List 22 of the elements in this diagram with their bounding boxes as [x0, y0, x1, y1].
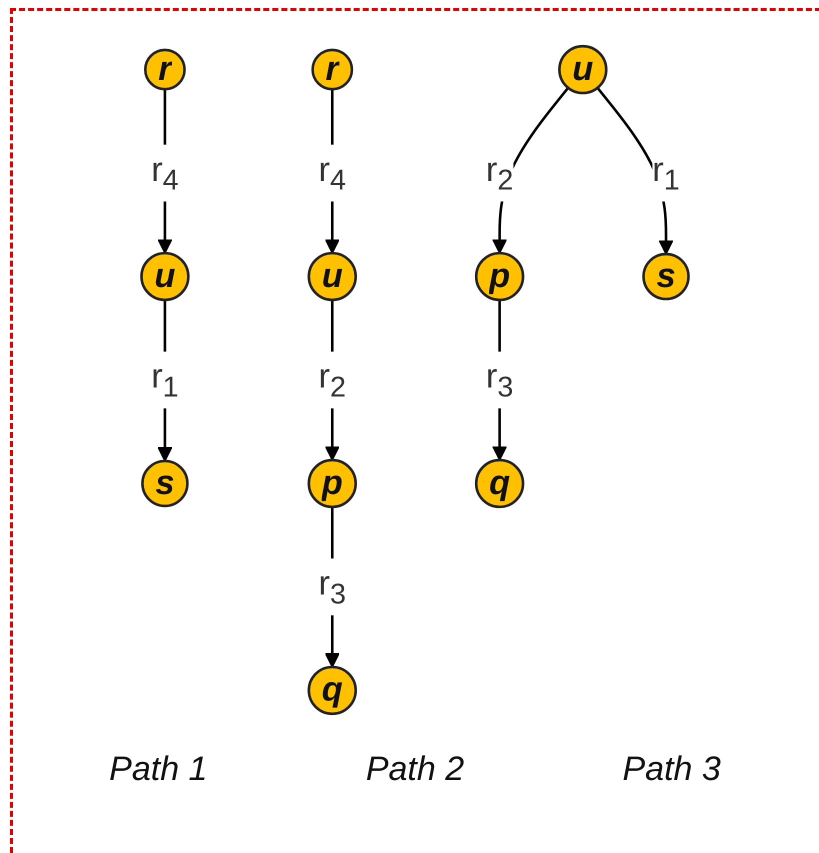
- edge-label: r$_{3}$: [318, 565, 346, 610]
- node-circle: r: [311, 48, 354, 90]
- node-circle: s: [642, 252, 690, 300]
- node-circle: r: [144, 48, 186, 90]
- edge-label: r$_{3}$: [486, 358, 514, 404]
- node-circle: p: [308, 458, 357, 508]
- node-circle: q: [308, 666, 357, 716]
- path-caption: Path 1: [109, 750, 208, 789]
- edge-label: r$_{4}$: [151, 152, 179, 196]
- node-circle: s: [141, 460, 189, 508]
- node-circle: u: [558, 44, 608, 94]
- path-caption: Path 2: [366, 750, 464, 789]
- edge-label: r$_{2}$: [318, 358, 346, 404]
- node-circle: q: [474, 458, 524, 508]
- node-circle: u: [308, 252, 357, 302]
- edge-label: r$_{1}$: [151, 358, 179, 404]
- path-caption: Path 3: [622, 750, 721, 789]
- edge-label: r$_{1}$: [652, 152, 680, 196]
- node-circle: u: [140, 252, 190, 302]
- edge-label: r$_{4}$: [318, 152, 346, 196]
- edge-label: r$_{2}$: [486, 152, 514, 196]
- node-circle: p: [474, 252, 524, 302]
